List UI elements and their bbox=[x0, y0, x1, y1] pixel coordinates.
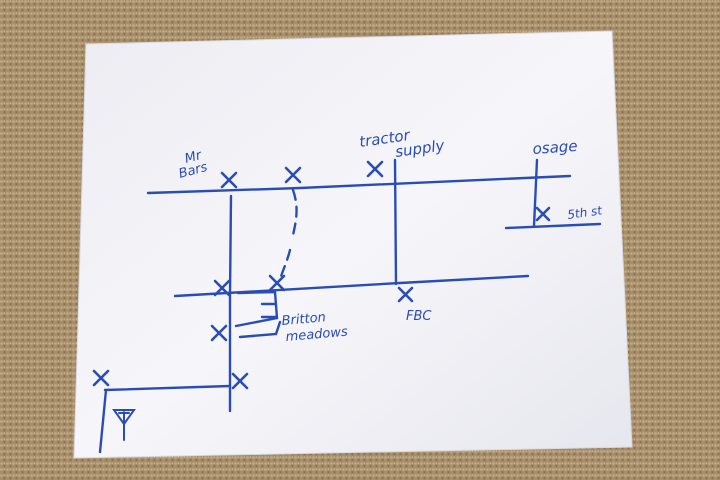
x-marks bbox=[92, 160, 551, 390]
paper-sheet bbox=[73, 30, 633, 459]
x-mark-tractor-supply bbox=[366, 160, 384, 178]
road-top-horizontal bbox=[146, 174, 572, 195]
label-mr-bars-line2: Bars bbox=[177, 160, 209, 182]
britton-meadows-bracket bbox=[234, 290, 282, 339]
road-bottom-left-vertical bbox=[98, 388, 108, 454]
x-mark-bottom-left bbox=[92, 369, 110, 387]
x-mark-top-middle bbox=[284, 166, 302, 184]
label-fbc: FBC bbox=[406, 309, 432, 324]
map-labels: Mr Bars tractor supply osage 5th st FBC … bbox=[177, 126, 604, 345]
map-drawing bbox=[92, 158, 602, 454]
road-vertical-main bbox=[228, 194, 233, 413]
x-mark-mr-bars bbox=[220, 171, 238, 189]
x-mark-left-middle bbox=[213, 279, 231, 297]
road-dashed-connector bbox=[278, 188, 298, 282]
label-mr-bars-line1: Mr bbox=[183, 148, 204, 167]
x-mark-fbc bbox=[397, 286, 414, 303]
road-bottom-left bbox=[103, 384, 232, 392]
x-mark-britton-left bbox=[210, 324, 228, 342]
label-fifth-street: 5th st bbox=[566, 203, 604, 222]
label-osage: osage bbox=[532, 137, 578, 158]
x-mark-fifth-st bbox=[535, 206, 551, 222]
x-mark-britton-top bbox=[268, 274, 286, 292]
radio-tower-icon bbox=[112, 409, 136, 441]
road-fifth-street bbox=[504, 222, 602, 230]
x-mark-bottom-middle bbox=[231, 372, 249, 390]
label-britton-line2: meadows bbox=[285, 325, 349, 345]
label-britton-line1: Britton bbox=[281, 310, 326, 329]
road-vertical-osage bbox=[532, 158, 539, 228]
road-vertical-tractor bbox=[393, 158, 398, 286]
